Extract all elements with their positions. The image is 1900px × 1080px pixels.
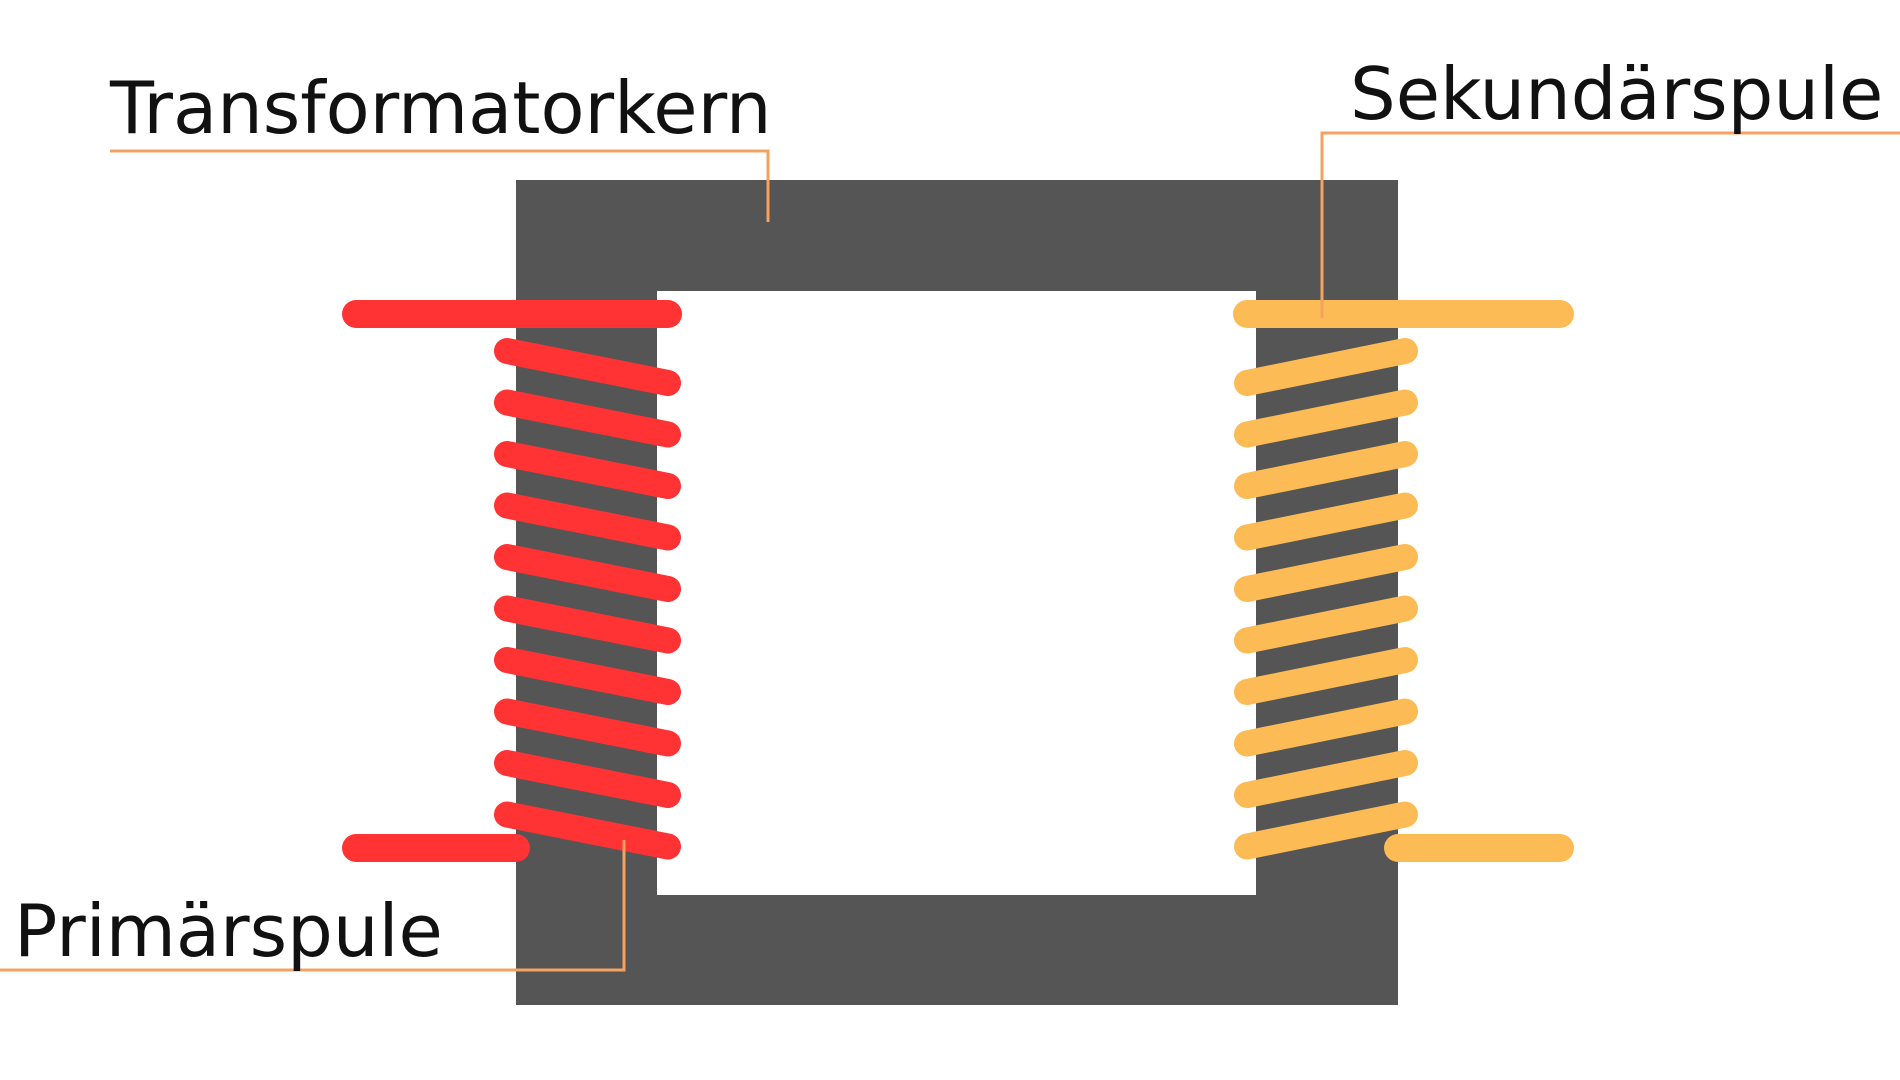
secondary-coil-turns <box>1234 338 1418 860</box>
primary-coil-turn <box>494 595 681 654</box>
primary-coil-turn <box>494 801 681 860</box>
primary-coil-turn <box>494 492 681 551</box>
secondary-coil-turn <box>1234 698 1418 757</box>
primary-coil-turn <box>494 544 681 602</box>
secondary-coil-turn <box>1234 441 1418 499</box>
secondary-coil-turn <box>1234 595 1418 654</box>
secondary-coil-turn <box>1234 544 1418 602</box>
core-leader-line <box>110 149 770 222</box>
primary-coil-turns <box>494 338 681 860</box>
primary-coil-turn <box>494 750 681 808</box>
secondary-coil-turn <box>1234 389 1418 448</box>
primary-coil <box>342 300 682 862</box>
primary-coil-turn <box>494 647 681 705</box>
secondary-coil-label: Sekundärspule <box>1350 52 1884 136</box>
secondary-coil-turn <box>1234 801 1418 860</box>
core-label: Transformatorkern <box>110 66 772 150</box>
primary-coil-turn <box>494 389 681 448</box>
primary-coil-label: Primärspule <box>14 889 443 973</box>
secondary-leader-line <box>1320 131 1900 318</box>
secondary-coil <box>1233 300 1574 862</box>
primary-coil-turn <box>494 698 681 757</box>
secondary-coil-turn <box>1234 750 1418 808</box>
secondary-coil-turn <box>1234 492 1418 551</box>
primary-leader-line <box>0 840 626 972</box>
transformer-core <box>516 180 1398 1005</box>
secondary-coil-turn <box>1234 338 1418 396</box>
secondary-coil-turn <box>1234 647 1418 705</box>
primary-coil-turn <box>494 441 681 499</box>
primary-coil-turn <box>494 338 681 396</box>
